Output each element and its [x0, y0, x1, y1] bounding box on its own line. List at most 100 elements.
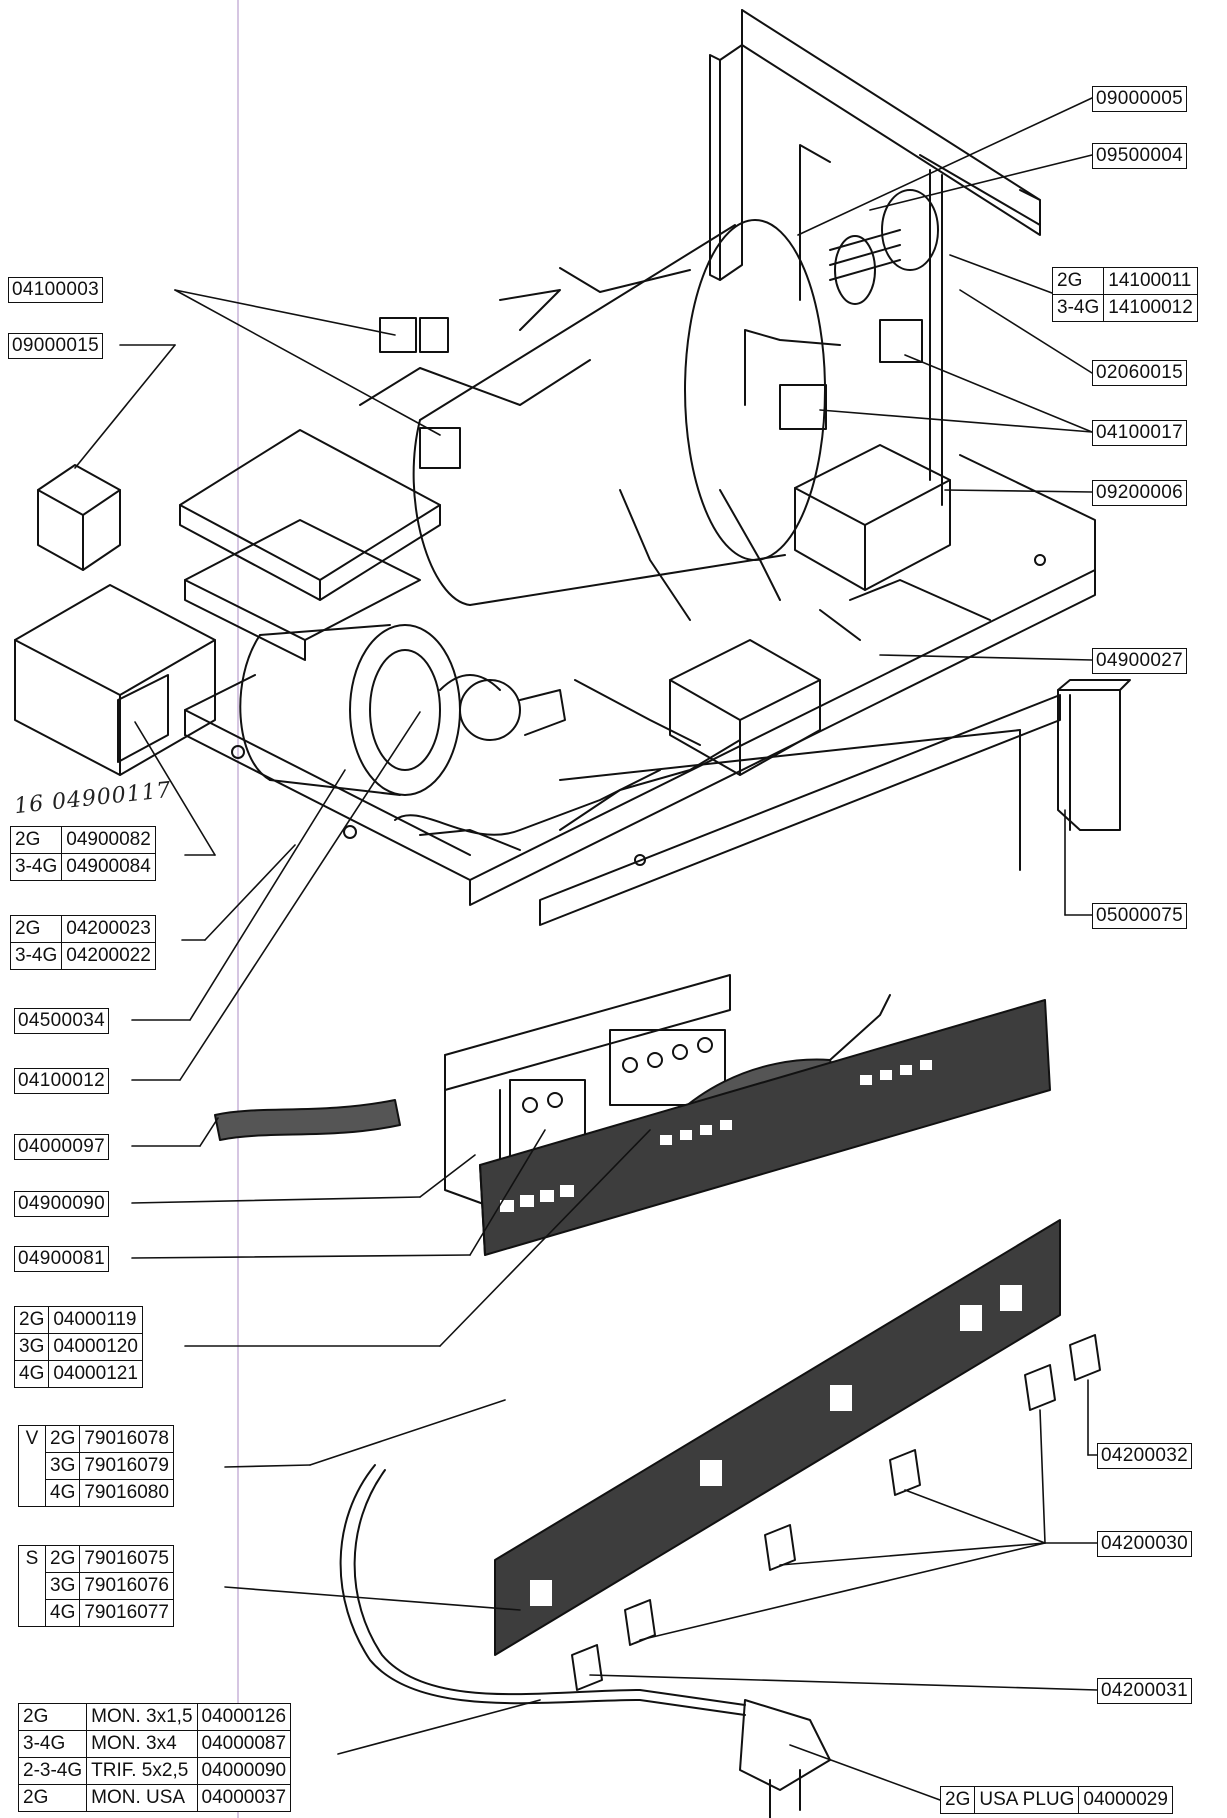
front-panel-lower: [494, 1219, 1061, 1656]
type-cell: MON. USA: [86, 1784, 198, 1812]
drip-rail: [539, 694, 1071, 926]
code-cell: 04000090: [196, 1757, 292, 1785]
part-label-04100017: 04100017: [1092, 420, 1187, 446]
version-cell: 3-4G: [9, 942, 63, 970]
version-cell: 2G: [13, 1306, 50, 1334]
cup-warmer: [179, 429, 441, 661]
version-cell: 2G: [17, 1703, 88, 1731]
table-row: 2G 04200023: [9, 915, 156, 943]
version-cell: 4G: [44, 1479, 81, 1507]
table-row: 3G 04000120: [13, 1333, 143, 1361]
hydraulic-tubes: [394, 489, 991, 851]
code-cell: 04000037: [196, 1784, 292, 1812]
harness-table: 2G 04000119 3G 04000120 4G 04000121: [13, 1306, 143, 1388]
relay-box: [794, 444, 951, 591]
part-label-04000097: 04000097: [14, 1134, 109, 1160]
table-row: S 2G 79016075: [18, 1545, 174, 1627]
part-label-04100012: 04100012: [14, 1068, 109, 1094]
variant-key-cell: S: [18, 1545, 46, 1627]
power-cable-table: 2G MON. 3x1,5 04000126 3-4G MON. 3x4 040…: [17, 1703, 292, 1812]
code-cell: 14100012: [1103, 294, 1198, 322]
part-label-04500034: 04500034: [14, 1008, 109, 1034]
part-label-09000005: 09000005: [1092, 86, 1187, 112]
table-row: 4G 79016080: [19, 1479, 174, 1507]
part-label-04200031: 04200031: [1097, 1678, 1192, 1704]
front-panel-upper: [479, 999, 1051, 1256]
type-cell: TRIF. 5x2,5: [86, 1757, 198, 1785]
version-cell: 4G: [13, 1360, 50, 1388]
table-row: 2G MON. USA 04000037: [17, 1784, 292, 1812]
version-cell: 2G: [1051, 267, 1105, 295]
table-row: 2G 04900082: [9, 826, 156, 854]
version-cell: 2G: [939, 1786, 976, 1814]
version-cell: 2G: [9, 826, 63, 854]
part-label-05000075: 05000075: [1092, 903, 1187, 929]
code-cell: 04000087: [196, 1730, 292, 1758]
code-cell: 04200022: [61, 942, 156, 970]
code-cell: 04000119: [48, 1306, 143, 1334]
table-row: 3-4G 04200022: [9, 942, 156, 970]
boiler: [412, 189, 939, 606]
table-row: 3G 79016079: [19, 1452, 174, 1480]
code-cell: 04000126: [196, 1703, 292, 1731]
type-cell: MON. 3x1,5: [86, 1703, 198, 1731]
motor-pump: [239, 624, 566, 796]
code-cell: 04900084: [61, 853, 156, 881]
rear-frame: [709, 9, 1041, 506]
version-cell: 3-4G: [17, 1730, 88, 1758]
type-cell: MON. 3x4: [86, 1730, 198, 1758]
part-label-04200030: 04200030: [1097, 1531, 1192, 1557]
table-row: V 2G 79016078: [18, 1425, 174, 1507]
code-cell: 79016080: [79, 1479, 174, 1507]
table-row: 2G 04000119: [13, 1306, 143, 1334]
version-cell: 4G: [44, 1599, 81, 1627]
transformer-box: [14, 584, 216, 776]
small-relay: [37, 464, 121, 571]
part-label-09200006: 09200006: [1092, 480, 1187, 506]
part-label-04900090: 04900090: [14, 1191, 109, 1217]
part-label-09500004: 09500004: [1092, 143, 1187, 169]
version-cell: 3G: [44, 1452, 81, 1480]
panel-s-table: S 2G 79016075 3G 79016076 4G 79016077: [18, 1545, 174, 1627]
table-row: 3-4G 14100012: [1051, 294, 1198, 322]
version-cell: 2G: [44, 1545, 81, 1573]
table-row: 2-3-4G TRIF. 5x2,5 04000090: [17, 1757, 292, 1785]
solenoid-valves: [359, 267, 923, 469]
table-row: 2G USA PLUG 04000029: [939, 1786, 1173, 1814]
version-cell: 2G: [17, 1784, 88, 1812]
version-cell: 3-4G: [9, 853, 63, 881]
table-row: 3-4G 04900084: [9, 853, 156, 881]
part-label-04200032: 04200032: [1097, 1443, 1192, 1469]
code-cell: 79016077: [79, 1599, 174, 1627]
code-cell: 79016076: [79, 1572, 174, 1600]
pump-table: 2G 04900082 3-4G 04900084: [9, 826, 156, 881]
version-cell: 2G: [44, 1425, 81, 1453]
version-cell: 2G: [9, 915, 63, 943]
usa-plug-table: 2G USA PLUG 04000029: [939, 1786, 1173, 1814]
table-row: 4G 79016077: [19, 1599, 174, 1627]
code-cell: 79016075: [79, 1545, 174, 1573]
element-group-table: 2G 14100011 3-4G 14100012: [1051, 267, 1198, 322]
code-cell: 79016079: [79, 1452, 174, 1480]
side-trim: [1057, 679, 1131, 831]
part-label-09000015: 09000015: [8, 333, 103, 359]
code-cell: 04200023: [61, 915, 156, 943]
version-cell: 2-3-4G: [17, 1757, 88, 1785]
code-cell: 79016078: [79, 1425, 174, 1453]
table-row: 2G 14100011: [1051, 267, 1198, 295]
version-cell: 3G: [13, 1333, 50, 1361]
version-cell: 3-4G: [1051, 294, 1105, 322]
base-plate: [184, 454, 1096, 906]
name-cell: USA PLUG: [974, 1786, 1080, 1814]
part-label-04900081: 04900081: [14, 1246, 109, 1272]
variant-key-cell: V: [18, 1425, 46, 1507]
panel-v-table: V 2G 79016078 3G 79016079 4G 79016080: [18, 1425, 174, 1507]
table-row: 3-4G MON. 3x4 04000087: [17, 1730, 292, 1758]
code-cell: 14100011: [1103, 267, 1198, 295]
version-cell: 3G: [44, 1572, 81, 1600]
part-label-02060015: 02060015: [1092, 360, 1187, 386]
water-tank: [669, 639, 821, 776]
motor-table: 2G 04200023 3-4G 04200022: [9, 915, 156, 970]
